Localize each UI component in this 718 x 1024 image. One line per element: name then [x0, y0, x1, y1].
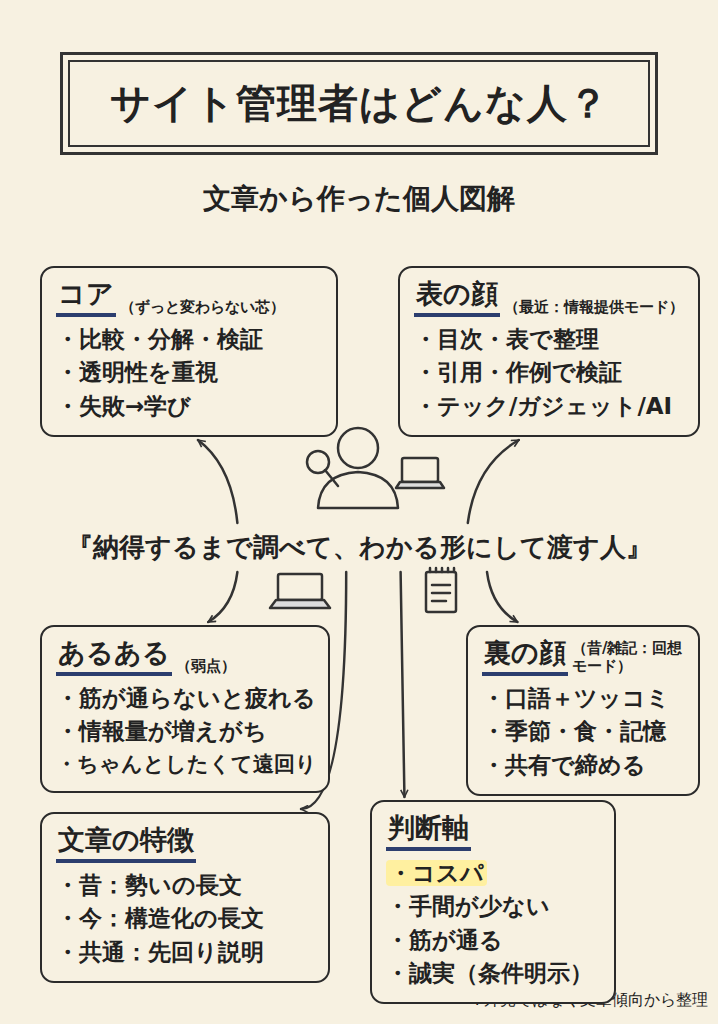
box-heading: 文章の特徴 — [56, 822, 196, 863]
list-row: ・口語＋ツッコミ — [482, 682, 684, 715]
category-box: 表の顔（最近：情報提供モード） ・目次・表で整理・引用・作例で検証・テック/ガジェ… — [398, 266, 700, 437]
list-row: ・筋が通らないと疲れる — [56, 682, 314, 715]
category-box: コア（ずっと変わらない芯） ・比較・分解・検証・透明性を重視・失敗→学び — [40, 266, 338, 437]
connector-arrow — [198, 440, 237, 523]
list-item: ・比較・分解・検証 — [56, 326, 263, 352]
list-row: ・透明性を重視 — [56, 356, 322, 389]
list-item: ・引用・作例で検証 — [414, 359, 622, 385]
list-row: ・共有で締める — [482, 749, 684, 782]
box-heading: あるある — [56, 635, 172, 676]
list-row: ・コスパ — [386, 857, 600, 890]
heading-row: あるある（弱点） — [56, 635, 314, 676]
list-item: ・季節・食・記憶 — [482, 718, 666, 744]
list-item: ・失敗→学び — [56, 393, 191, 419]
summary-phrase: 『納得するまで調べて、わかる形にして渡す人』 — [39, 526, 679, 569]
title-frame-inner: サイト管理者はどんな人？ — [68, 60, 650, 147]
list-row: ・誠実（条件明示） — [386, 957, 600, 990]
box-heading: コア — [56, 276, 116, 317]
box-subheading: （昔/雑記：回想モード） — [572, 639, 684, 677]
connector-arrow — [208, 572, 237, 622]
list-row: ・失敗→学び — [56, 390, 322, 423]
category-box: あるある（弱点） ・筋が通らないと疲れる・情報量が増えがち・ちゃんとしたくて遠回り — [40, 625, 330, 793]
list-item: ・昔：勢いの長文 — [56, 872, 242, 898]
list-row: ・ちゃんとしたくて遠回り — [56, 749, 314, 779]
heading-row: 表の顔（最近：情報提供モード） — [414, 276, 684, 317]
list-row: ・共通：先回り説明 — [56, 936, 314, 969]
list-item: ・今：構造化の長文 — [56, 905, 264, 931]
list-row: ・目次・表で整理 — [414, 323, 684, 356]
subtitle-text: 文章から作った個人図解 — [0, 180, 718, 218]
list-item: ・共有で締める — [482, 752, 646, 778]
list-item: ・透明性を重視 — [56, 359, 218, 385]
connector-arrow — [468, 440, 519, 523]
title-frame: サイト管理者はどんな人？ — [60, 52, 658, 155]
box-subheading: （ずっと変わらない芯） — [120, 298, 285, 317]
heading-row: 文章の特徴 — [56, 822, 314, 863]
list-item: ・目次・表で整理 — [414, 326, 599, 352]
box-heading: 判断軸 — [386, 810, 471, 851]
list-row: ・今：構造化の長文 — [56, 902, 314, 935]
category-box: 裏の顔（昔/雑記：回想モード） ・口語＋ツッコミ・季節・食・記憶・共有で締める — [466, 625, 700, 796]
heading-row: 判断軸 — [386, 810, 600, 851]
list-item: ・情報量が増えがち — [56, 718, 267, 744]
list-item: ・筋が通らないと疲れる — [56, 685, 316, 711]
box-heading: 表の顔 — [414, 276, 500, 317]
box-subheading: （弱点） — [176, 657, 236, 676]
list-row: ・情報量が増えがち — [56, 715, 314, 748]
list-row: ・比較・分解・検証 — [56, 323, 322, 356]
category-box: 文章の特徴・昔：勢いの長文・今：構造化の長文・共通：先回り説明 — [40, 812, 330, 983]
connector-arrow — [401, 572, 405, 797]
list-row: ・引用・作例で検証 — [414, 356, 684, 389]
summary-text: 『納得するまで調べて、わかる形にして渡す人』 — [39, 530, 679, 565]
heading-row: コア（ずっと変わらない芯） — [56, 276, 322, 317]
list-row: ・手間が少ない — [386, 890, 600, 923]
list-item: ・共通：先回り説明 — [56, 939, 264, 965]
list-row: ・筋が通る — [386, 924, 600, 957]
heading-row: 裏の顔（昔/雑記：回想モード） — [482, 635, 684, 676]
box-heading: 裏の顔 — [482, 635, 568, 676]
list-item: ・誠実（条件明示） — [386, 960, 593, 986]
category-box: 判断軸・コスパ・手間が少ない・筋が通る・誠実（条件明示） — [370, 800, 616, 1004]
list-item: ・テック/ガジェット/AI — [414, 393, 672, 419]
list-item: ・ちゃんとしたくて遠回り — [56, 752, 317, 776]
box-subheading: （最近：情報提供モード） — [504, 298, 684, 317]
list-row: ・昔：勢いの長文 — [56, 869, 314, 902]
list-row: ・テック/ガジェット/AI — [414, 390, 684, 423]
list-item: ・筋が通る — [386, 927, 503, 953]
connector-arrow — [487, 572, 517, 622]
list-item: ・手間が少ない — [386, 893, 550, 919]
list-row: ・季節・食・記憶 — [482, 715, 684, 748]
title-text: サイト管理者はどんな人？ — [80, 76, 638, 131]
list-item: ・口語＋ツッコミ — [482, 685, 670, 711]
list-item: ・コスパ — [386, 860, 487, 886]
